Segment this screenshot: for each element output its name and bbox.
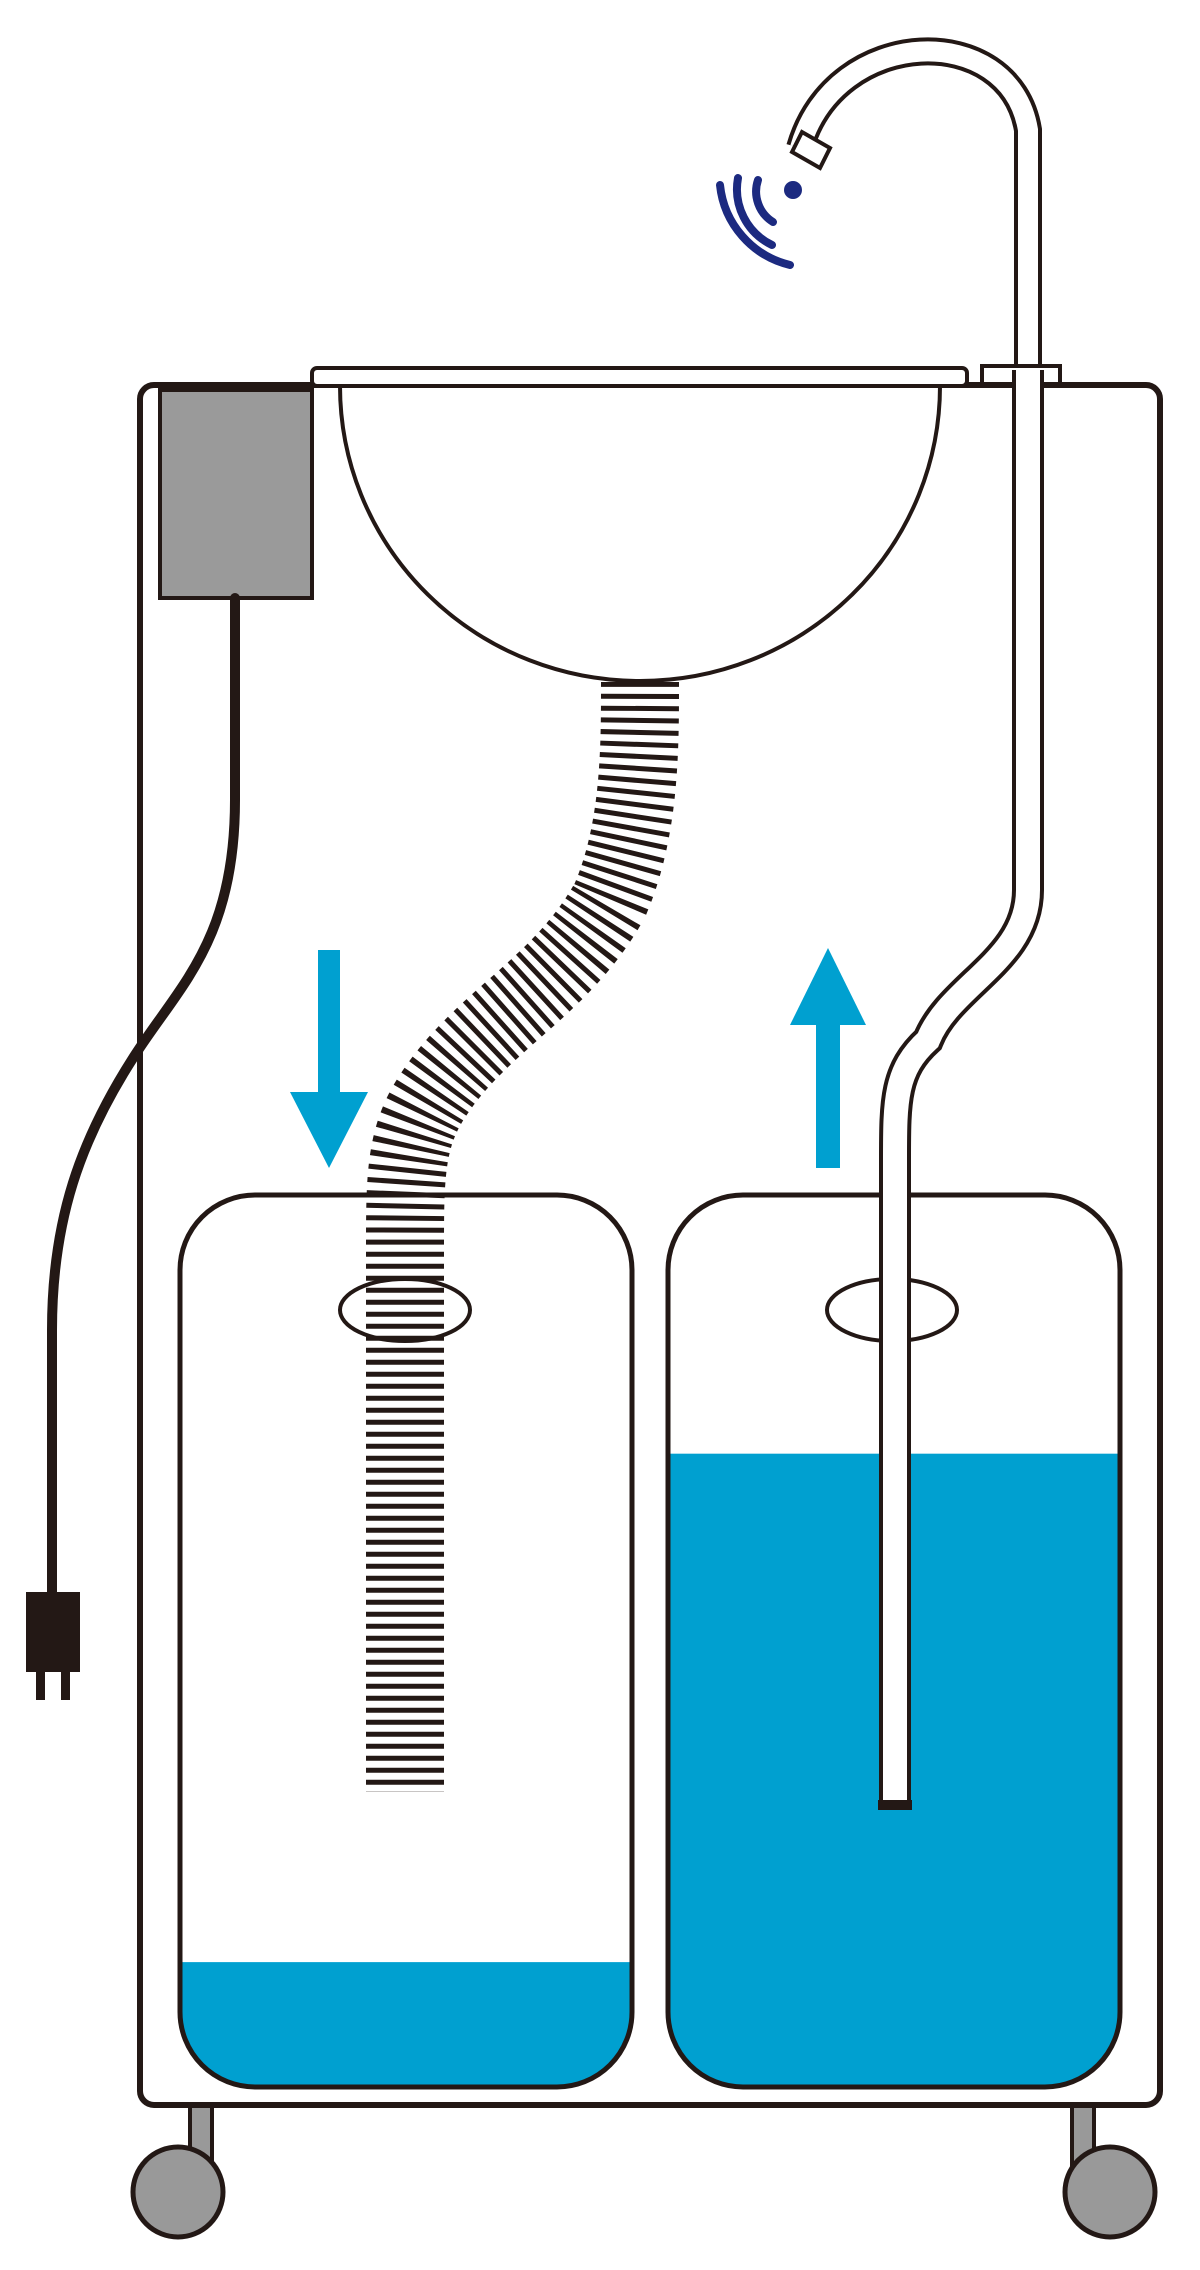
- flow-arrow-down-icon: [290, 950, 368, 1168]
- caster-right: [1062, 2098, 1158, 2240]
- basin: [337, 384, 943, 683]
- motion-sensor-icon: [716, 174, 802, 269]
- countertop: [310, 366, 969, 388]
- waste-water-level: [180, 1962, 632, 2087]
- power-box: [158, 388, 314, 600]
- plug-icon: [26, 1592, 80, 1700]
- faucet: [786, 37, 1062, 386]
- power-cord: [47, 593, 240, 1603]
- drain-hose: [366, 681, 679, 1792]
- caster-left: [130, 2098, 226, 2240]
- flow-arrow-up-icon: [790, 948, 866, 1168]
- waste-water-tank: [177, 1192, 635, 2090]
- intake-tube: [878, 370, 1044, 1810]
